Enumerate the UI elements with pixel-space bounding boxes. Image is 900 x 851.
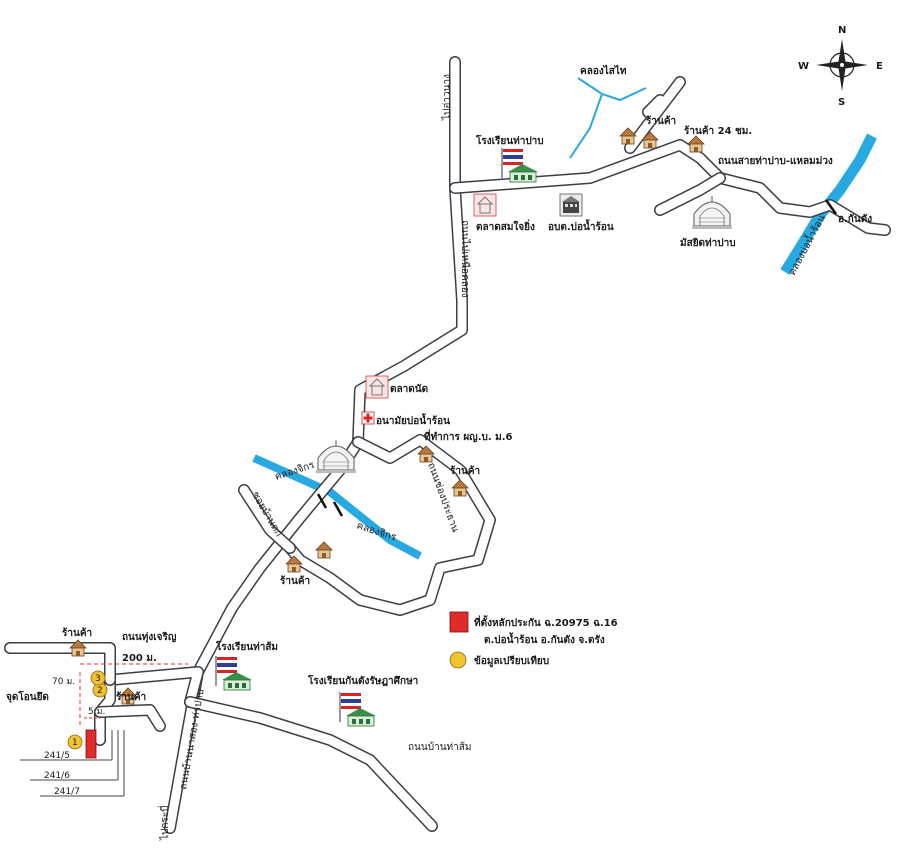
shop-icon [315,541,333,559]
school-flag-icon [215,655,253,691]
parcel-241-6: 241/6 [44,771,70,781]
river-label-east: คลองบ่อน้ำร้อน [784,212,828,278]
label-shop-24: ร้านค้า 24 ชม. [684,125,752,137]
label-shop-west: ร้านค้า [62,627,92,639]
label-shop-small: ร้านค้า [116,691,146,703]
compass-n: N [838,25,846,36]
label-shop-mid: ร้านค้า [450,465,480,477]
label-checkpoint: จุดโอนยึด [6,690,49,703]
label-school-tha-prab: โรงเรียนท่าปาบ [475,134,544,147]
compass-s: S [838,97,845,108]
rivers-layer [252,77,877,560]
river-label-chik-2: คลองจิกร [355,520,398,543]
market-icon [473,193,497,217]
distance-70: 70 ม. [52,677,75,687]
legend-site-line1: ที่ตั้งหลักประกัน ฉ.20975 ฉ.16 [474,615,618,629]
compass-rose [816,39,868,91]
parcel-241-7: 241/7 [54,787,80,797]
label-market-mid: ตลาดนัด [390,383,428,395]
distance-5: 5 ม. [88,707,105,717]
bridge-icon [316,199,838,517]
compass-w: W [798,61,809,72]
river-sai-thai [569,77,647,159]
collateral-site-marker [85,729,97,759]
road-label-to-krabi: ไปกระบี่ [157,805,171,841]
road-label-thung-charoen: ถนนทุ่งเจริญ [122,631,177,643]
label-school-tha-som: โรงเรียนท่าส้ม [215,640,278,653]
comparison-marker-3: 3 [90,670,106,686]
shop-icon [687,135,705,153]
roads-layer [4,56,891,834]
river-chik-west [252,454,422,560]
mosque-icon [691,195,733,230]
label-sao-bo-nam-ron: อบต.บ่อน้ำร้อน [548,219,614,233]
label-health-center: อนามัยบ่อน้ำร้อน [376,413,450,427]
school-flag-icon [501,147,539,183]
label-mosque-tha-prab: มัสยิดท่าปาบ [680,237,736,249]
label-office-m6: ที่ทำการ ผญ.บ. ม.6 [424,429,513,443]
map-legend: ที่ตั้งหลักประกัน ฉ.20975 ฉ.16 ต.บ่อน้ำร… [449,611,618,669]
legend-site-swatch [449,611,469,633]
office-building-icon [559,193,583,217]
svg-text:1: 1 [72,738,78,748]
label-market-sombut: ตลาดสมใจยิ่ง [476,219,535,233]
road-label-ao-nang: ไปอ่าวนาง [441,74,453,121]
legend-site-line2: ต.บ่อน้ำร้อน อ.กันตัง จ.ตรัง [484,632,605,646]
label-shop-junction: ร้านค้า [280,575,310,587]
legend-compare: ข้อมูลเปรียบเทียบ [474,655,549,668]
health-cross-icon [361,411,375,425]
label-shop-top: ร้านค้า [646,115,676,127]
road-label-nuea-khlong: ถนนไปเหนือคลอง [459,220,471,298]
legend-compare-swatch [449,651,467,669]
road-label-sai-tha-prab: ถนนสายท่าปาบ-แหลมม่วง [718,155,833,167]
svg-text:2: 2 [97,686,103,696]
svg-text:3: 3 [95,674,101,684]
shop-icon [619,127,637,145]
distance-200: 200 ม. [122,653,157,664]
river-label-sai-thai: คลองไสไท [580,64,627,77]
school-flag-icon [339,691,377,727]
market-icon [365,375,389,399]
comparison-marker-1: 1 [67,734,83,750]
road-label-kantang: อ.กันตัง [838,213,872,225]
parcel-241-5: 241/5 [44,751,70,761]
road-label-ban-tha-som: ถนนบ้านท่าส้ม [408,741,471,753]
compass-e: E [876,61,883,72]
parcel-lines [20,663,188,797]
label-school-kantang: โรงเรียนกันตังรัษฎาศึกษา [307,674,418,687]
